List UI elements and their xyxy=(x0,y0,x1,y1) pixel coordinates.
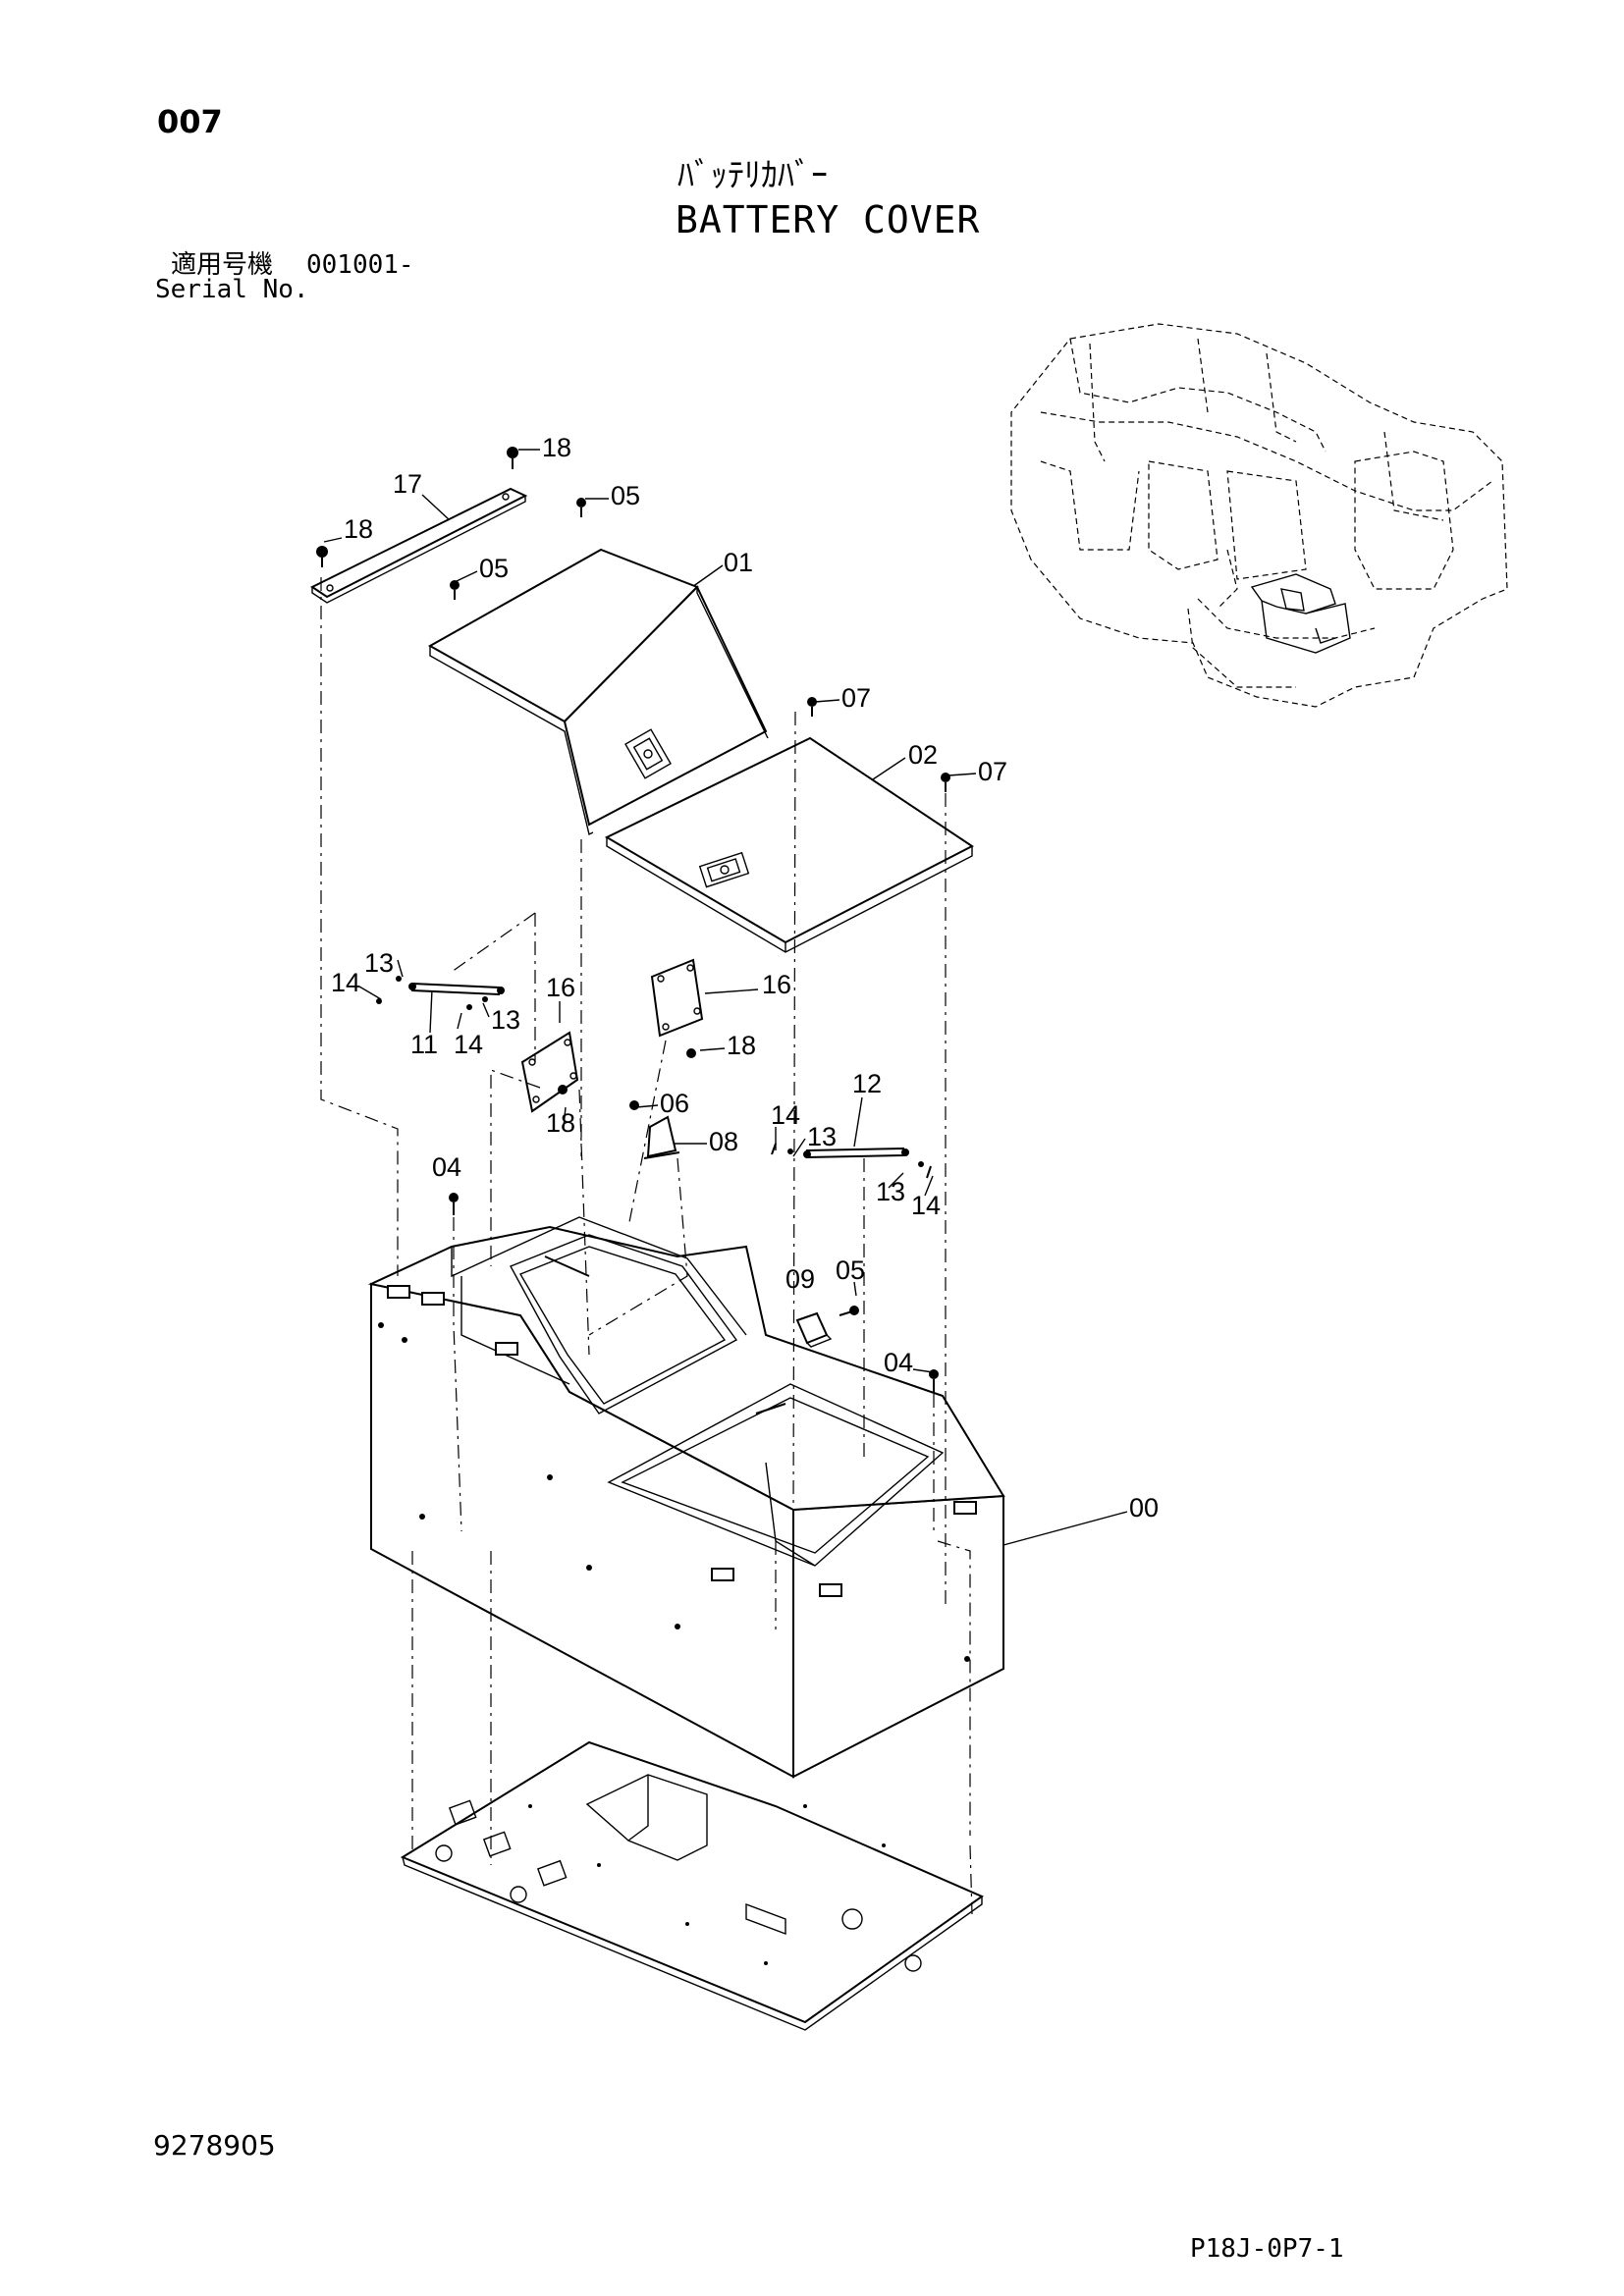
serial-label-english: Serial No. xyxy=(155,275,309,304)
part-18-bolts-top xyxy=(316,447,950,792)
part-11-12-struts xyxy=(376,976,932,1179)
part-02-lid xyxy=(604,736,974,953)
leader-lines xyxy=(323,449,1128,1546)
callout-13-d: 13 xyxy=(876,1177,905,1206)
callout-16-b: 16 xyxy=(762,970,791,999)
callout-02: 02 xyxy=(908,740,938,770)
floor-plate xyxy=(400,1740,985,2031)
callout-04-a: 04 xyxy=(432,1152,461,1182)
callout-14-b: 14 xyxy=(454,1030,483,1059)
callout-00: 00 xyxy=(1129,1493,1159,1522)
callout-08: 08 xyxy=(709,1127,738,1156)
callout-18-a: 18 xyxy=(542,433,571,462)
callout-01: 01 xyxy=(724,548,753,577)
callout-05-a: 05 xyxy=(611,481,640,510)
callout-07-a: 07 xyxy=(841,683,871,713)
assembly-guide-lines xyxy=(320,577,973,1915)
callout-09: 09 xyxy=(785,1264,815,1294)
callout-14-d: 14 xyxy=(911,1191,941,1220)
location-inset xyxy=(1010,323,1508,708)
callout-04-b: 04 xyxy=(884,1348,913,1377)
serial-value: 001001- xyxy=(306,250,414,280)
callout-05-b: 05 xyxy=(479,554,509,583)
callout-05-c: 05 xyxy=(836,1255,865,1285)
callout-14-c: 14 xyxy=(771,1100,800,1130)
callout-14-a: 14 xyxy=(331,968,360,997)
page-number: 007 xyxy=(157,103,223,140)
page-code: P18J-0P7-1 xyxy=(1190,2234,1344,2264)
callout-labels: 18 17 18 05 05 01 07 02 07 13 14 11 14 1… xyxy=(331,433,1159,1522)
part-16-plates xyxy=(520,958,704,1113)
part-17-plate xyxy=(310,487,528,604)
title-japanese: ﾊﾞｯﾃﾘｶﾊﾞｰ xyxy=(677,156,828,195)
part-01-cover xyxy=(427,548,769,836)
part-04-bolts xyxy=(449,1193,939,1392)
title-english: BATTERY COVER xyxy=(676,198,981,241)
callout-13-a: 13 xyxy=(364,948,394,978)
callout-18-b: 18 xyxy=(344,514,373,544)
callout-13-b: 13 xyxy=(491,1005,520,1035)
callout-07-b: 07 xyxy=(978,757,1007,786)
callout-16-a: 16 xyxy=(546,973,575,1002)
callout-18-c: 18 xyxy=(727,1031,756,1060)
callout-06: 06 xyxy=(660,1089,689,1118)
callout-12: 12 xyxy=(852,1069,882,1098)
part-00-battery-box xyxy=(367,1216,1005,1779)
drawing-number: 9278905 xyxy=(153,2129,276,2162)
part-08-bracket xyxy=(629,1100,680,1159)
callout-11: 11 xyxy=(410,1030,438,1059)
part-09-latch xyxy=(795,1306,859,1348)
callout-17: 17 xyxy=(393,469,422,499)
callout-13-c: 13 xyxy=(807,1122,837,1151)
callout-18-d: 18 xyxy=(546,1108,575,1138)
serial-label-japanese: 適用号機 xyxy=(171,250,274,280)
